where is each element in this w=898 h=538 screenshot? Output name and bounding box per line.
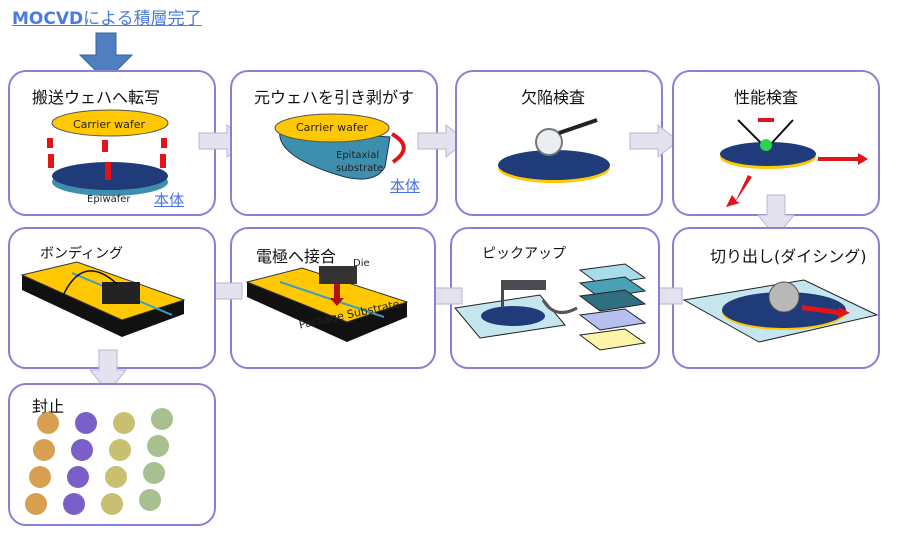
carrier-wafer-label: Carrier wafer [73,118,146,131]
dicing-illustration [682,279,879,343]
led-packages-illustration [25,408,173,515]
title-bold: MOCVD [12,9,84,29]
step-label: 切り出し(ダイシング) [710,247,867,266]
title-rest: による積層完了 [83,9,202,29]
right-arrow-icon [629,123,679,159]
step-label: 電極へ接合 [256,247,337,266]
step-label: 性能検査 [734,88,799,107]
wafer-probe-illustration [720,118,868,207]
step-label: ピックアップ [482,246,566,262]
transfer-illustration [47,109,169,196]
body-link[interactable]: 本体 [154,191,185,209]
pickup-illustration [454,263,647,351]
down-arrow-icon [756,194,796,238]
wafer-magnifier-illustration [498,118,610,183]
step-label: 元ウェハを引き剥がす [254,88,415,107]
epitaxial-label: Epitaxial [336,150,380,161]
step-label: 封止 [32,397,65,416]
substrate-label: substrate [336,163,384,174]
body-link[interactable]: 本体 [390,177,421,195]
step-label: 搬送ウェハへ転写 [32,88,161,107]
carrier-wafer-label: Carrier wafer [296,121,369,134]
step-label: ボンディング [40,246,124,262]
wire-bonding-illustration [20,261,186,337]
die-label: Die [353,258,370,269]
die-bonding-illustration [245,266,409,342]
mocvd-complete-link[interactable]: MOCVDによる積層完了 [12,4,202,29]
epiwafer-label: Epiwafer [87,194,131,205]
down-arrow-icon [88,349,128,393]
peel-illustration [274,113,406,180]
down-arrow-icon [78,32,134,82]
step-label: 欠陥検査 [521,88,586,107]
